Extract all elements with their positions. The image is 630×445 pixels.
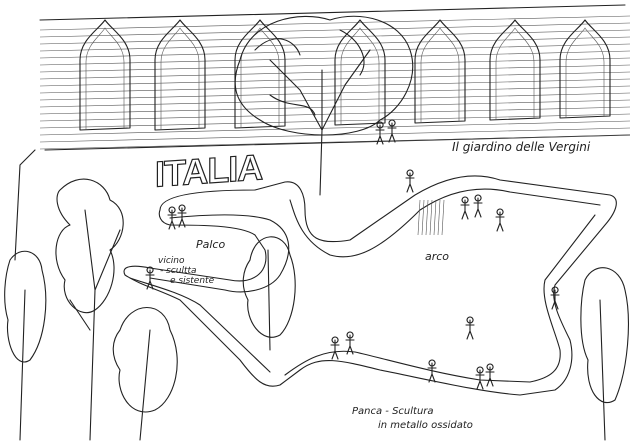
- palco-label: Palco: [196, 238, 226, 251]
- wall-line: [39, 29, 630, 45]
- central-tree: [234, 15, 414, 196]
- arch: [559, 19, 611, 119]
- arch: [234, 19, 286, 129]
- vicino-label-2: - scultta: [160, 266, 197, 276]
- person-figure: [345, 331, 355, 355]
- wall-line: [39, 15, 630, 31]
- vicino-label-3: e sistente: [170, 276, 215, 286]
- person-figure: [465, 316, 475, 340]
- fence-post: [417, 199, 421, 236]
- panca-label-2: in metallo ossidato: [378, 420, 473, 431]
- fence-post: [441, 199, 445, 236]
- person-figure: [167, 206, 177, 230]
- italia-sign: ITALIA: [154, 146, 263, 196]
- wall-line: [39, 36, 630, 52]
- arch-inner: [160, 27, 200, 130]
- left-trees: [4, 178, 296, 441]
- ribbon-bench-sculpture: [123, 175, 617, 396]
- person-figure: [460, 196, 470, 220]
- wall-line: [39, 134, 630, 150]
- person-figure: [145, 266, 155, 290]
- arco-label: arco: [425, 250, 450, 263]
- people-figures: [145, 119, 560, 390]
- arch-inner: [420, 27, 460, 123]
- fence-post: [429, 199, 433, 236]
- arch: [334, 19, 386, 126]
- person-figure: [387, 119, 397, 143]
- person-figure: [473, 194, 483, 218]
- right-tree: [580, 267, 629, 441]
- arch-inner: [340, 27, 380, 125]
- person-figure: [485, 363, 495, 387]
- person-figure: [177, 204, 187, 228]
- arch-inner: [85, 27, 125, 130]
- person-figure: [427, 359, 437, 383]
- arch: [154, 19, 206, 131]
- wall-line: [39, 22, 630, 38]
- fence-post: [425, 199, 429, 236]
- arch-inner: [240, 27, 280, 128]
- title-label: Il giardino delle Vergini: [452, 140, 591, 154]
- wall-line: [39, 43, 630, 59]
- vicino-label-1: vicino: [158, 256, 185, 266]
- gothic-arches: [79, 19, 611, 131]
- person-figure: [375, 121, 385, 145]
- person-figure: [495, 208, 505, 232]
- panca-label-1: Panca - Scultura: [352, 406, 434, 417]
- fence-lines: [417, 199, 445, 236]
- arch: [79, 19, 131, 131]
- arch-inner: [565, 27, 605, 118]
- person-figure: [550, 286, 560, 310]
- lawn-edge: [14, 149, 36, 261]
- fence-post: [421, 199, 425, 236]
- person-figure: [330, 336, 340, 360]
- arch-inner: [495, 27, 535, 120]
- wall-line: [39, 120, 630, 136]
- arch: [414, 19, 466, 124]
- person-figure: [405, 169, 415, 193]
- person-figure: [475, 366, 485, 390]
- arch: [489, 19, 541, 121]
- fence-post: [433, 199, 437, 236]
- fence-post: [437, 199, 441, 236]
